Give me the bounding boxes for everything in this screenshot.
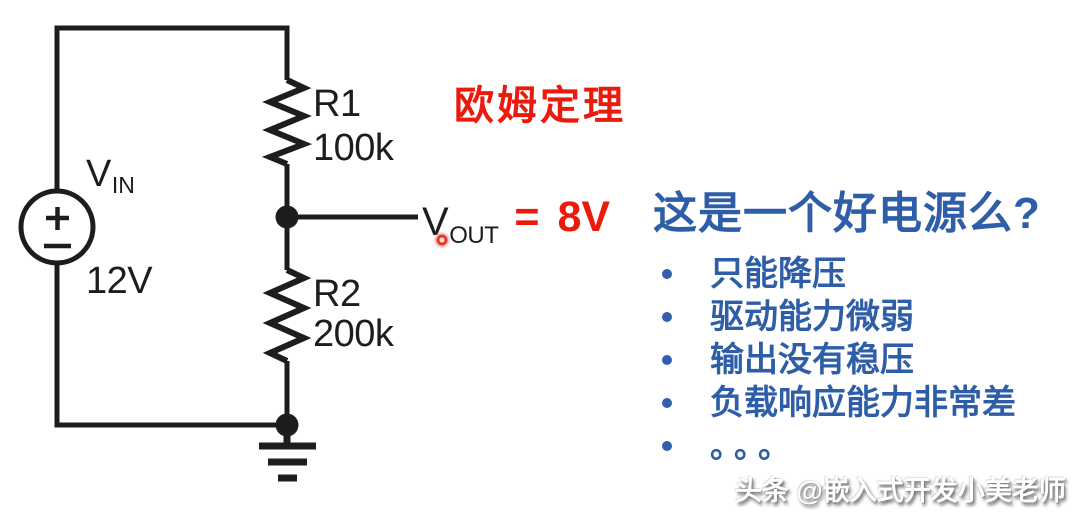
wire-bottom xyxy=(54,262,287,428)
voltage-divider-schematic xyxy=(18,25,418,482)
list-item-text: 输出没有稳压 xyxy=(710,340,914,379)
list-item: 只能降压 xyxy=(656,252,1076,295)
vout-value: 8V xyxy=(557,193,611,241)
drawback-list: 只能降压 驱动能力微弱 输出没有稳压 负载响应能力非常差 。。。 xyxy=(656,252,1076,467)
vin-label: VIN xyxy=(86,153,135,197)
bullet-icon xyxy=(662,268,672,279)
list-item: 输出没有稳压 xyxy=(656,338,1076,381)
r1-name: R1 xyxy=(313,83,361,125)
r2-value: 200k xyxy=(313,313,394,355)
list-item: 驱动能力微弱 xyxy=(656,295,1076,338)
laser-pointer-dot xyxy=(433,231,451,249)
plus-icon xyxy=(46,207,69,230)
vin-value: 12V xyxy=(86,260,153,302)
r1-value: 100k xyxy=(313,127,394,169)
bullet-icon xyxy=(662,354,672,365)
vout-equation: VOUT = 8V xyxy=(422,196,610,248)
list-item-text: 只能降压 xyxy=(710,254,846,293)
vout-subscript: OUT xyxy=(449,222,499,249)
ohms-law-title: 欧姆定理 xyxy=(454,84,626,128)
list-item-text: 。。。 xyxy=(710,427,799,464)
wire-top xyxy=(54,25,290,192)
bullet-icon xyxy=(662,311,672,322)
r2-name: R2 xyxy=(313,273,361,315)
vout-label: VOUT xyxy=(422,202,499,248)
watermark-text: 头条 @嵌入式开发小美老师 xyxy=(735,476,1066,506)
equals-sign: = xyxy=(514,193,540,241)
resistor-r2-symbol xyxy=(262,267,312,364)
list-item: 。。。 xyxy=(656,424,1076,467)
list-item-text: 驱动能力微弱 xyxy=(710,297,914,336)
question-heading: 这是一个好电源么? xyxy=(653,189,1041,238)
list-item: 负载响应能力非常差 xyxy=(656,381,1076,424)
list-item-text: 负载响应能力非常差 xyxy=(710,383,1016,422)
vin-symbol: V xyxy=(86,153,111,195)
bullet-icon xyxy=(662,440,672,451)
ground-icon xyxy=(259,425,316,482)
resistor-r1-symbol xyxy=(261,77,313,167)
bullet-icon xyxy=(662,397,672,408)
vin-subscript: IN xyxy=(111,172,135,198)
node-dot-vout xyxy=(275,205,299,229)
